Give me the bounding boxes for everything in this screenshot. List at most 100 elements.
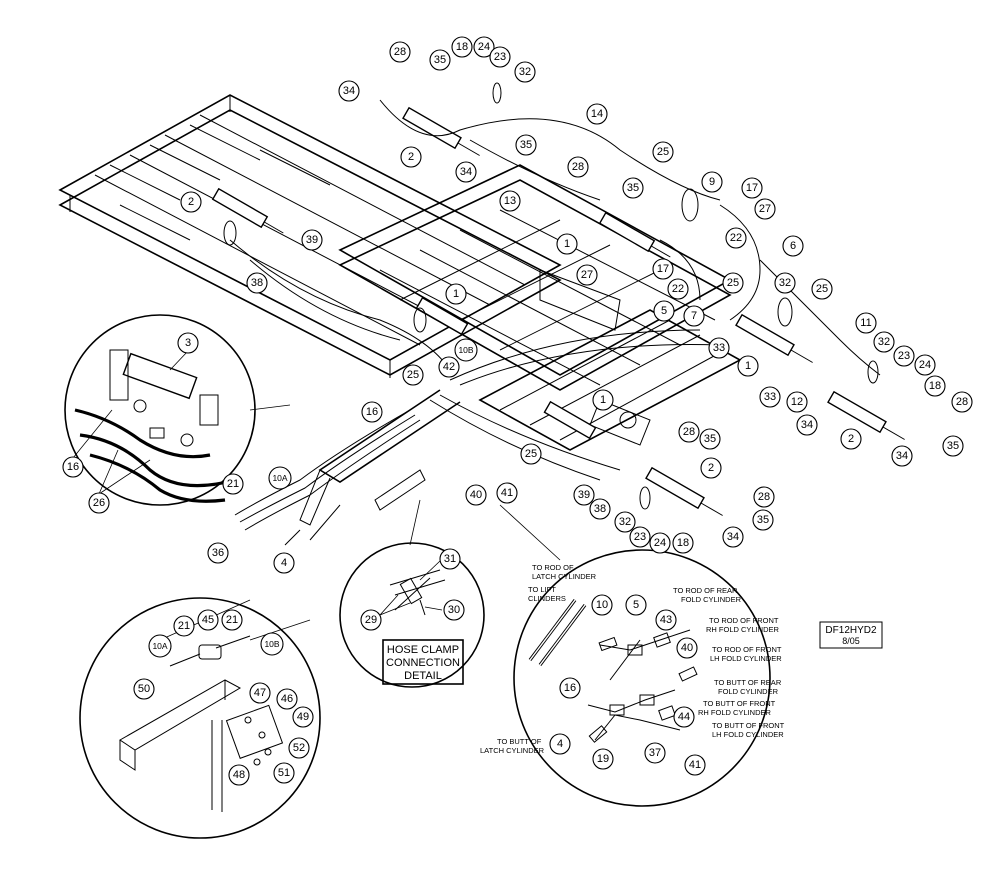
callout-number: 1 xyxy=(453,288,459,300)
callout-number: 25 xyxy=(816,283,828,295)
callout-51: 51 xyxy=(273,762,295,784)
cylinder-right-upper xyxy=(735,313,813,363)
callout-number: 33 xyxy=(764,391,776,403)
callout-number: 27 xyxy=(759,203,771,215)
callout-number: 17 xyxy=(746,182,758,194)
callout-21: 21 xyxy=(173,615,195,637)
callout-19: 19 xyxy=(592,748,614,770)
callout-number: 2 xyxy=(848,433,854,445)
callout-50: 50 xyxy=(133,678,155,700)
note-to-butt-front-lh-1: TO BUTT OF FRONT xyxy=(712,721,785,730)
callout-number: 27 xyxy=(581,269,593,281)
callout-number: 6 xyxy=(790,240,796,252)
callout-24: 24 xyxy=(473,36,495,58)
callout-24: 24 xyxy=(649,532,671,554)
callout-2: 2 xyxy=(840,428,862,450)
detail-circle-hitch-bracket xyxy=(79,597,321,839)
callout-number: 12 xyxy=(791,396,803,408)
callout-number: 38 xyxy=(251,277,263,289)
callout-25: 25 xyxy=(811,278,833,300)
callout-number: 10 xyxy=(596,599,608,611)
callout-23: 23 xyxy=(489,46,511,68)
callout-number: 16 xyxy=(67,461,79,473)
callout-32: 32 xyxy=(873,331,895,353)
callout-number: 24 xyxy=(478,41,490,53)
callout-number: 18 xyxy=(929,380,941,392)
note-to-butt-front-lh-2: LH FOLD CYLINDER xyxy=(712,730,784,739)
callout-number: 5 xyxy=(633,599,639,611)
callout-28: 28 xyxy=(951,391,973,413)
callout-number: 25 xyxy=(727,277,739,289)
hose-clamp-title-box xyxy=(382,639,464,685)
callout-number: 2 xyxy=(408,151,414,163)
callout-28: 28 xyxy=(678,421,700,443)
callout-6: 6 xyxy=(782,235,804,257)
callout-5: 5 xyxy=(653,300,675,322)
hydraulic-cylinders xyxy=(211,106,905,516)
callout-16: 16 xyxy=(62,456,84,478)
callout-10A: 10A xyxy=(268,466,292,490)
callout-number: 28 xyxy=(683,426,695,438)
callout-number: 34 xyxy=(727,531,739,543)
callout-number: 28 xyxy=(758,491,770,503)
callout-42: 42 xyxy=(438,356,460,378)
callout-30: 30 xyxy=(443,599,465,621)
callout-number: 1 xyxy=(745,360,751,372)
callout-24: 24 xyxy=(914,354,936,376)
note-to-butt-latch-1: TO BUTT OF xyxy=(497,737,542,746)
callout-number: 24 xyxy=(919,359,931,371)
hose-clamp-title-line1: HOSE CLAMP xyxy=(387,644,459,656)
note-to-rod-rear-2: FOLD CYLINDER xyxy=(681,595,742,604)
note-to-butt-front-rh-1: TO BUTT OF FRONT xyxy=(703,699,776,708)
callout-number: 39 xyxy=(306,234,318,246)
callout-number: 40 xyxy=(470,489,482,501)
callout-number: 10A xyxy=(152,641,167,651)
drawing-date: 8/05 xyxy=(842,636,860,646)
callout-18: 18 xyxy=(924,375,946,397)
callout-35: 35 xyxy=(429,49,451,71)
callout-number: 34 xyxy=(460,166,472,178)
callout-number: 7 xyxy=(691,310,697,322)
callout-number: 9 xyxy=(709,176,715,188)
callout-number: 38 xyxy=(594,503,606,515)
callout-number: 34 xyxy=(896,450,908,462)
cylinder-mid xyxy=(415,296,469,336)
callout-number: 13 xyxy=(504,195,516,207)
note-to-lift-1: TO LIFT xyxy=(528,585,556,594)
hose-clamp-title-line2: CONNECTION xyxy=(386,657,460,669)
note-to-rod-front-lh-2: LH FOLD CYLINDER xyxy=(710,654,782,663)
callout-number: 32 xyxy=(878,336,890,348)
callout-number: 22 xyxy=(672,283,684,295)
detail-circle-hose-clamp: HOSE CLAMP CONNECTION DETAIL xyxy=(339,499,485,688)
callout-26: 26 xyxy=(88,492,110,514)
callout-43: 43 xyxy=(655,609,677,631)
callout-number: 18 xyxy=(677,537,689,549)
callout-14: 14 xyxy=(586,103,608,125)
callout-25: 25 xyxy=(652,141,674,163)
note-to-rod-latch-1: TO ROD OF xyxy=(532,563,574,572)
callout-18: 18 xyxy=(451,36,473,58)
callout-48: 48 xyxy=(228,764,250,786)
callout-number: 51 xyxy=(278,767,290,779)
callout-2: 2 xyxy=(180,191,202,213)
callout-number: 4 xyxy=(281,557,287,569)
callout-number: 28 xyxy=(956,396,968,408)
callout-16: 16 xyxy=(361,401,383,423)
callout-number: 36 xyxy=(212,547,224,559)
callout-number: 1 xyxy=(564,238,570,250)
callout-40: 40 xyxy=(465,484,487,506)
callout-34: 34 xyxy=(796,414,818,436)
callout-1: 1 xyxy=(737,355,759,377)
callout-34: 34 xyxy=(722,526,744,548)
callout-number: 47 xyxy=(254,687,266,699)
callout-number: 31 xyxy=(444,553,456,565)
callout-22: 22 xyxy=(667,278,689,300)
callout-4: 4 xyxy=(273,552,295,574)
callout-number: 26 xyxy=(93,497,105,509)
callout-number: 41 xyxy=(501,487,513,499)
callout-number: 50 xyxy=(138,683,150,695)
callout-28: 28 xyxy=(567,156,589,178)
callout-number: 35 xyxy=(704,433,716,445)
drawing-id-box: DF12HYD2 8/05 xyxy=(819,621,883,649)
